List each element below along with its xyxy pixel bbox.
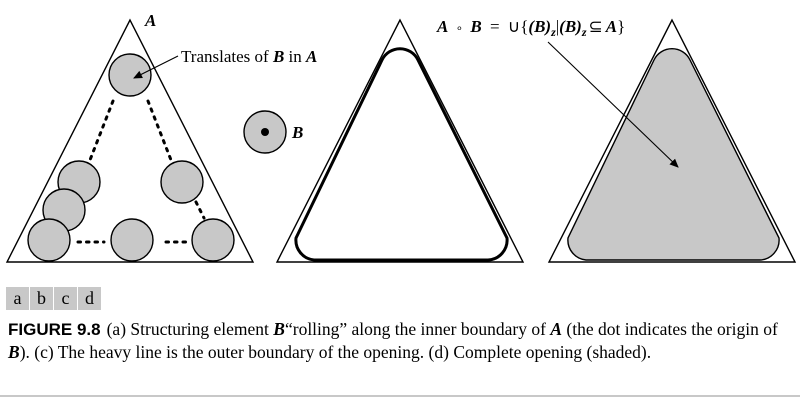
structuring-element-translate	[191, 218, 235, 262]
formula-arrow	[547, 41, 679, 168]
panel-tags: a b c d	[6, 287, 101, 310]
annotation-arrow	[133, 55, 179, 79]
structuring-element-translate	[27, 218, 71, 262]
rolling-path-left	[88, 99, 115, 162]
caption-text: (the dot indicates the origin of	[562, 319, 778, 339]
opening-formula: A ∘ B = ∪{(B)z|(B)z⊆A}	[436, 17, 625, 39]
figure-illustration: A Translates of B in A B A ∘ B =	[5, 11, 797, 263]
panel-tag-a: a	[13, 288, 22, 308]
panel-c	[275, 18, 525, 263]
caption-text: ). (c) The heavy line is the outer bound…	[19, 342, 652, 362]
rolling-path-right-lower	[194, 200, 206, 220]
origin-dot	[261, 128, 269, 136]
rolling-path-right	[146, 99, 173, 162]
panel-tag-d: d	[77, 287, 101, 310]
annotation-label: Translates of B in A	[181, 47, 317, 66]
caption-var: B	[8, 342, 20, 362]
opening-shaded-region	[567, 48, 780, 261]
panel-tag-b: b	[29, 287, 53, 310]
panel-tag-c: c	[53, 287, 77, 310]
caption-text: (a) Structuring element	[106, 319, 274, 339]
caption-text: “rolling” along the inner boundary of	[284, 319, 551, 339]
panel-a: A Translates of B in A	[5, 11, 317, 263]
caption-var: A	[550, 319, 562, 339]
structuring-element-translate	[110, 218, 154, 262]
set-a-label: A	[144, 11, 156, 30]
set-a-triangle	[275, 18, 525, 263]
caption-var: B	[273, 319, 285, 339]
figure-label: FIGURE 9.8	[8, 320, 101, 339]
structuring-element-translate	[108, 53, 152, 97]
figure-caption: FIGURE 9.8(a) Structuring element B“roll…	[8, 318, 794, 363]
structuring-element-translate	[160, 160, 204, 204]
panel-d: A ∘ B = ∪{(B)z|(B)z⊆A}	[436, 17, 797, 263]
panel-b: B	[243, 110, 303, 154]
element-b-label: B	[291, 123, 303, 142]
opening-outer-boundary	[294, 47, 509, 262]
bottom-divider	[0, 395, 800, 397]
